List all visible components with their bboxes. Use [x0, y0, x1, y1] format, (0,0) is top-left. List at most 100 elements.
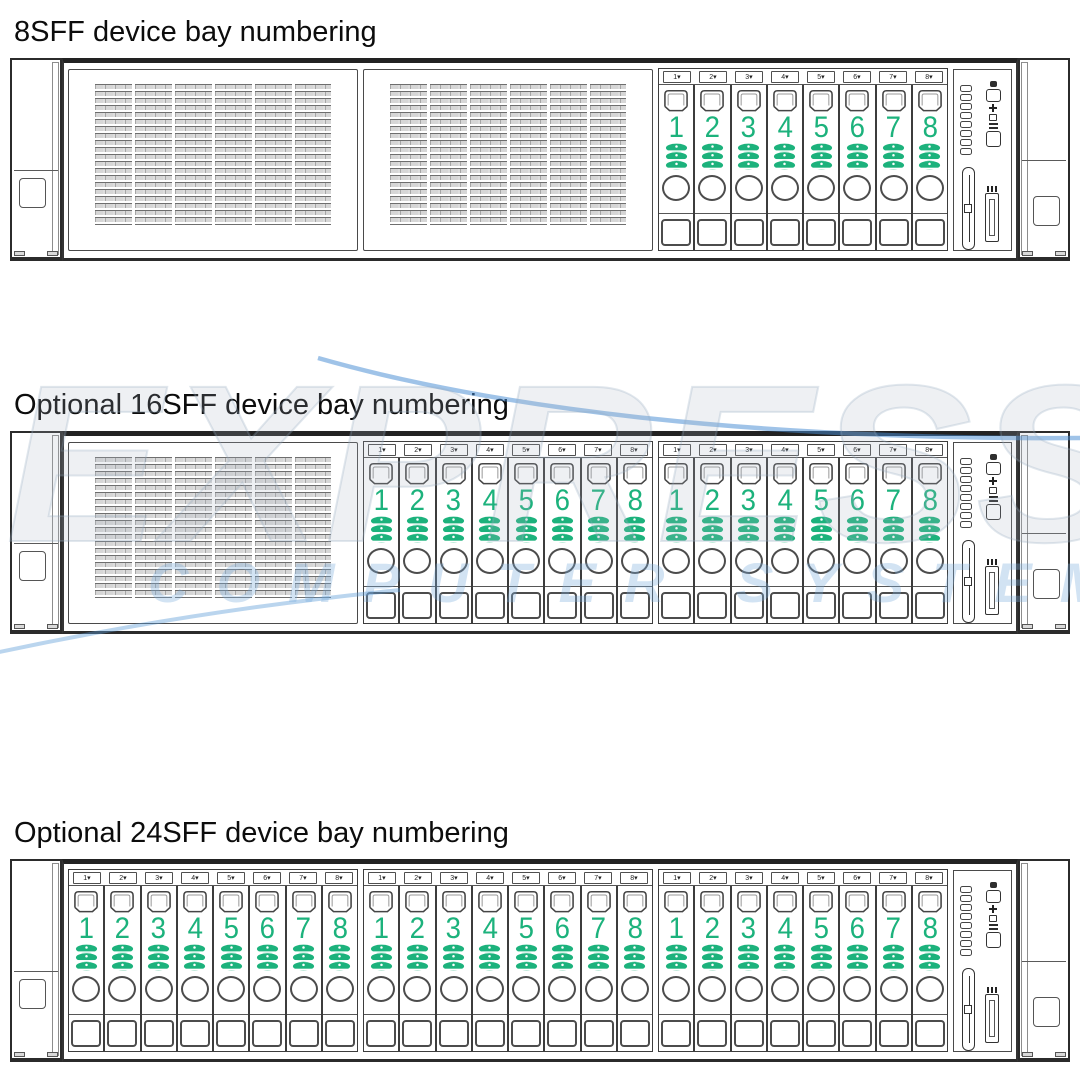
power-button — [985, 89, 1001, 102]
bay-tab-label: 5▾ — [512, 872, 540, 884]
blank-bezel-panel — [68, 69, 358, 251]
bay-tab-label: 4▾ — [771, 872, 799, 884]
tray-handle-icon — [773, 890, 797, 913]
power-icon — [989, 882, 997, 888]
ear-thumbscrew — [19, 979, 46, 1010]
bay-number-label: 3 — [445, 912, 462, 945]
tray-latch-pad — [806, 591, 837, 619]
disk-stack-icon — [479, 516, 501, 543]
tray-latch-pad — [402, 591, 433, 619]
tray-latch-pad — [733, 218, 764, 246]
led-indicator — [960, 476, 972, 483]
tray-foot-band — [617, 586, 652, 623]
vent-perforation-grid — [389, 84, 627, 225]
tray-handle-icon — [773, 89, 797, 112]
bay-number-label: 6 — [554, 912, 571, 945]
disk-stack-icon — [883, 143, 905, 170]
tray-latch-pad — [402, 1019, 433, 1047]
drive-bay: 4 — [470, 886, 507, 1051]
drive-bay: 1 — [659, 458, 694, 623]
tray-foot-band — [659, 586, 694, 623]
bay-tab-label: 2▾ — [404, 444, 432, 456]
power-button — [985, 890, 1001, 903]
bay-number-label: 3 — [445, 484, 462, 517]
usb-connector-inner — [989, 572, 995, 609]
right-rack-ear — [1018, 431, 1070, 634]
bay-number-label: 3 — [150, 912, 167, 945]
tray-latch-pad — [914, 1019, 945, 1047]
led-indicator — [960, 467, 972, 474]
led-indicator — [960, 512, 972, 519]
bay-tab-label: 4▾ — [771, 71, 799, 83]
led-indicator — [960, 94, 972, 101]
led-indicator — [960, 922, 972, 929]
usb-connector — [985, 193, 999, 242]
tray-foot-band — [695, 586, 730, 623]
uid-icon — [988, 924, 998, 930]
bay-number-label: 1 — [668, 111, 684, 144]
drive-bay: 6 — [838, 85, 875, 250]
bay-tab-label: 1▾ — [663, 444, 691, 456]
uid-icon — [988, 123, 998, 129]
bay-tab-label: 7▾ — [879, 444, 907, 456]
tray-foot-band — [105, 1014, 140, 1051]
tray-latch-pad — [438, 591, 469, 619]
drive-bay: 3 — [139, 886, 176, 1051]
health-led-icon — [989, 104, 997, 112]
tray-release-button — [439, 976, 468, 1002]
bay-tab-label: 1▾ — [663, 71, 691, 83]
bay-tab-label: 4▾ — [476, 872, 504, 884]
tray-handle-icon — [918, 462, 942, 485]
bay-tab-label: 5▾ — [217, 872, 245, 884]
led-indicator — [960, 85, 972, 92]
usb-port — [985, 987, 1000, 1043]
server-block-8sff: 8SFF device bay numbering 1▾2▾3▾4▾5▾6▾7▾… — [10, 16, 1070, 261]
tray-release-button — [584, 548, 613, 574]
ear-foot — [14, 251, 25, 256]
tray-release-button — [843, 976, 872, 1002]
tray-latch-pad — [511, 591, 542, 619]
tray-foot-band — [912, 586, 947, 623]
right-rack-ear — [1018, 58, 1070, 261]
tray-handle-icon — [586, 890, 611, 913]
tray-release-button — [548, 548, 577, 574]
bay-number-label: 7 — [885, 912, 902, 945]
uid-button — [985, 131, 1001, 147]
tray-release-button — [325, 976, 354, 1002]
bay-tab-label: 3▾ — [735, 872, 763, 884]
bay-number-label: 4 — [777, 912, 793, 945]
led-indicator — [960, 121, 972, 128]
tray-foot-band — [472, 1014, 507, 1051]
bay-number-label: 8 — [922, 912, 938, 945]
bay-number-label: 6 — [259, 912, 276, 945]
vent-perforation-grid — [94, 84, 332, 225]
bay-number-label: 8 — [922, 484, 938, 517]
drive-bay: 7 — [874, 886, 911, 1051]
uid-button — [985, 504, 1001, 520]
disk-stack-icon — [738, 143, 760, 170]
ear-thumbscrew — [1033, 996, 1060, 1027]
bay-number-label: 2 — [704, 912, 721, 945]
tray-release-button — [807, 175, 836, 201]
bay-tab-label: 2▾ — [699, 872, 727, 884]
tray-foot-band — [364, 1014, 399, 1051]
tray-handle-icon — [586, 462, 611, 485]
tray-latch-pad — [842, 1019, 873, 1047]
led-indicator — [960, 949, 972, 956]
ear-flange — [52, 863, 59, 1056]
server-block-16sff: Optional 16SFF device bay numbering 1▾2▾… — [10, 389, 1070, 634]
nic-status-led — [989, 114, 997, 121]
power-button — [985, 462, 1001, 475]
bay-number-label: 3 — [740, 484, 757, 517]
tray-foot-band — [545, 586, 580, 623]
bay-tab-label: 5▾ — [512, 444, 540, 456]
bay-tab-label: 6▾ — [843, 444, 871, 456]
tray-release-button — [698, 548, 727, 574]
bay-tab-label: 6▾ — [843, 71, 871, 83]
